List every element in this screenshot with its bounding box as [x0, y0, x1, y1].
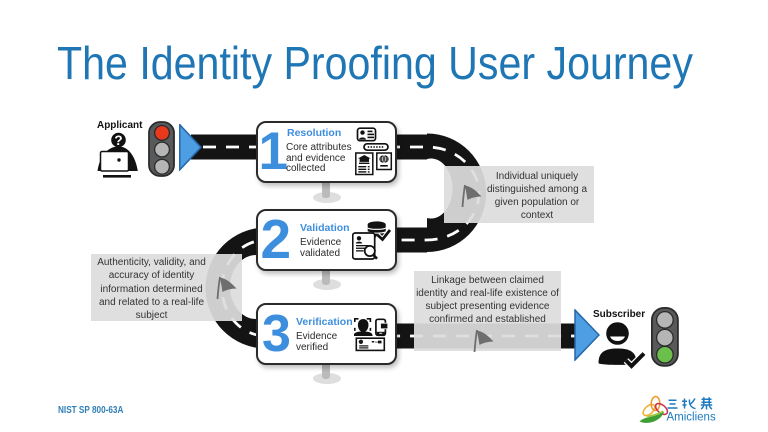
svg-text:Amicliens: Amicliens	[667, 412, 716, 424]
svg-text:?: ?	[114, 133, 122, 148]
